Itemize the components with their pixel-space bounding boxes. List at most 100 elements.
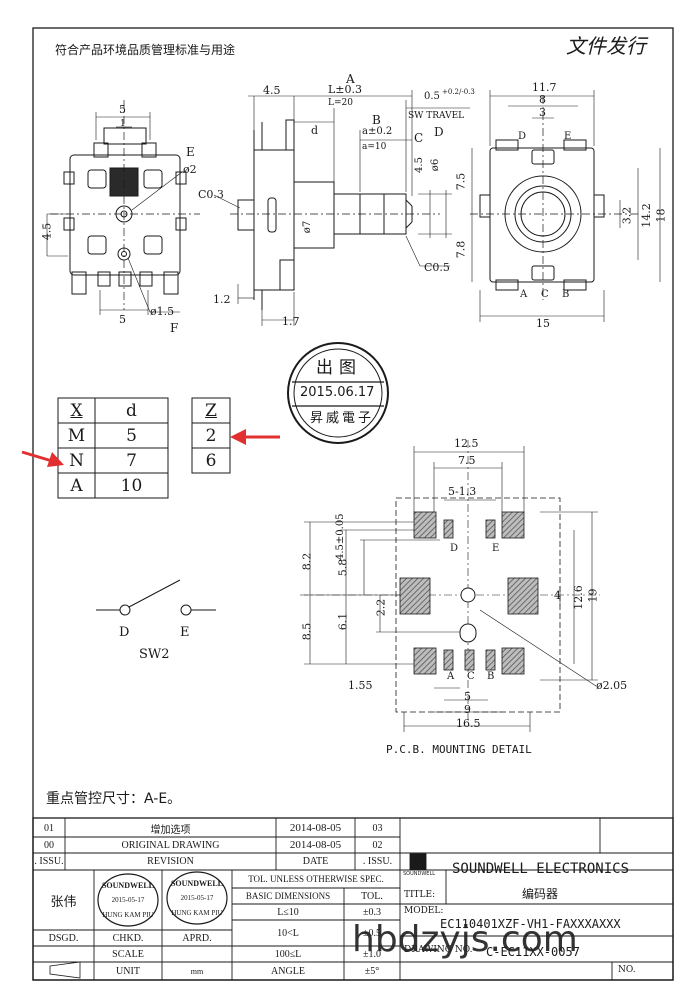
title-value: 编码器: [522, 887, 559, 901]
pcb-dim-19: 19: [586, 588, 600, 603]
pcb-pin-B: B: [487, 671, 495, 682]
stamp1-top: SOUNDWELL: [101, 880, 154, 890]
company-name: SOUNDWELL ELECTRONICS: [452, 861, 630, 877]
rev-desc: REVISION: [147, 856, 194, 867]
header-note: 符合产品环境品质管理标准与用途: [55, 43, 236, 57]
drawing-number: C-EC11XX-0057: [486, 945, 580, 959]
top-pin-E: E: [564, 131, 572, 142]
tol-row-basic: L≤10: [277, 906, 299, 918]
model-label: MODEL:: [404, 906, 444, 916]
sw-travel: SW TRAVEL: [408, 111, 465, 121]
label-F: F: [170, 321, 179, 335]
dsgd-label: DSGD.: [48, 932, 79, 944]
pcb-dim-58: 5.8: [336, 558, 350, 577]
dim-phi7: ø7: [302, 220, 314, 234]
table-z-header: Z: [205, 400, 217, 421]
table-cell: M: [67, 425, 86, 446]
pcb-dim-126: 12.6: [571, 585, 585, 610]
rev-desc: ORIGINAL DRAWING: [121, 839, 220, 851]
dim-a-tol: a±0.2: [362, 126, 393, 137]
tol-row-basic: ANGLE: [271, 965, 305, 977]
table-cell: 5: [126, 425, 137, 446]
stamp1-date: 2015-05-17: [111, 896, 145, 904]
no-label: NO.: [618, 965, 636, 975]
dim-d: d: [311, 124, 319, 137]
dim-18: 18: [654, 208, 668, 223]
pcb-dim-75: 7.5: [458, 454, 476, 467]
dim-phi6: ø6: [430, 158, 442, 172]
table-cell: 7: [126, 450, 137, 471]
model-value: EC110401XZF-VH1-FAXXXAXXX: [440, 917, 621, 931]
pcb-dim-5-13: 5-1.3: [448, 485, 477, 498]
table-cell: 2: [205, 425, 217, 446]
dim-a10: a=10: [362, 142, 387, 152]
dim-45-left: 4.5: [40, 222, 54, 241]
tol-row-value: ±0.3: [363, 906, 381, 918]
stamp-bottom-text: 昇威電子: [310, 411, 375, 426]
table-cell: A: [70, 475, 83, 496]
table-cell: 6: [205, 450, 217, 471]
label-A: A: [346, 72, 355, 86]
aprd-label: APRD.: [182, 932, 212, 944]
dim-45-vert: 4.5: [413, 157, 425, 173]
dim-L-tol: L±0.3: [328, 83, 363, 96]
tol-row-value: ±0.5: [363, 927, 381, 939]
pcb-dim-9: 9: [464, 703, 471, 716]
table-cell: 10: [120, 475, 143, 496]
watermark: hbdzyjs.com: [352, 919, 578, 960]
stamp2-bottom: HUNG KAM PIU: [171, 909, 223, 917]
dim-c03: C0.3: [198, 188, 224, 201]
rev-no: 01: [44, 822, 54, 834]
rev-desc: 增加选项: [150, 824, 191, 836]
tol-row-basic: 10<L: [277, 927, 299, 939]
dim-5-bottom: 5: [119, 313, 126, 326]
dim-5-top: 5: [119, 103, 126, 116]
red-arrows: [21, 429, 280, 467]
stamp2-date: 2015-05-17: [180, 894, 214, 902]
tol-row-basic: 100≤L: [274, 948, 302, 960]
dim-15: 15: [536, 317, 550, 330]
table-cell: N: [69, 450, 84, 471]
side-view: [213, 90, 470, 326]
pcb-dim-22: 2.2: [374, 598, 388, 617]
stamp2-top: SOUNDWELL: [170, 878, 223, 888]
label-E: E: [186, 145, 195, 159]
dim-05-tol: +0.2/-0.3: [442, 88, 475, 96]
rev-seq: 02: [372, 839, 383, 851]
label-D: D: [434, 125, 444, 139]
stamp-top-text: 出图: [316, 358, 362, 378]
pcb-dim-85: 8.5: [300, 622, 314, 641]
tol-label: TOL.: [361, 890, 383, 902]
dim-17: 1.7: [282, 315, 300, 328]
company-logo-text: SOUNDWELL: [403, 871, 436, 877]
title-stamps: [97, 871, 228, 927]
stamp-date: 2015.06.17: [300, 385, 375, 400]
pcb-outline: [300, 440, 600, 732]
top-pin-A: A: [520, 289, 528, 300]
pcb-dim-165: 16.5: [456, 717, 481, 730]
dim-142: 14.2: [639, 203, 653, 228]
pcb-pin-D: D: [450, 543, 459, 554]
dim-45-side: 4.5: [263, 84, 281, 97]
dim-12: 1.2: [213, 293, 231, 306]
pcb-dim-phi205: ø2.05: [596, 679, 628, 692]
dim-L20: L=20: [328, 98, 353, 108]
dim-32: 3.2: [620, 206, 634, 225]
pcb-dim-45: 4.5±0.05: [335, 513, 346, 560]
drawing-label: DRAWING NO.: [404, 945, 473, 955]
pcb-pads: [399, 511, 539, 675]
stamp1-bottom: HUNG KAM PIU: [102, 911, 154, 919]
rev-seq: 03: [372, 822, 383, 834]
rev-date: DATE: [302, 856, 329, 867]
unit-label: UNIT: [116, 965, 140, 977]
round-stamp-ring: [287, 342, 389, 444]
rev-date: 2014-08-05: [289, 839, 342, 851]
pcb-dim-5: 5: [464, 690, 471, 703]
label-C: C: [414, 131, 424, 145]
top-pin-B: B: [562, 289, 570, 300]
dim-3: 3: [539, 106, 546, 119]
pcb-dim-155: 1.55: [348, 679, 373, 692]
switch-label-d: D: [119, 625, 130, 640]
title-label: TITLE:: [404, 890, 436, 900]
